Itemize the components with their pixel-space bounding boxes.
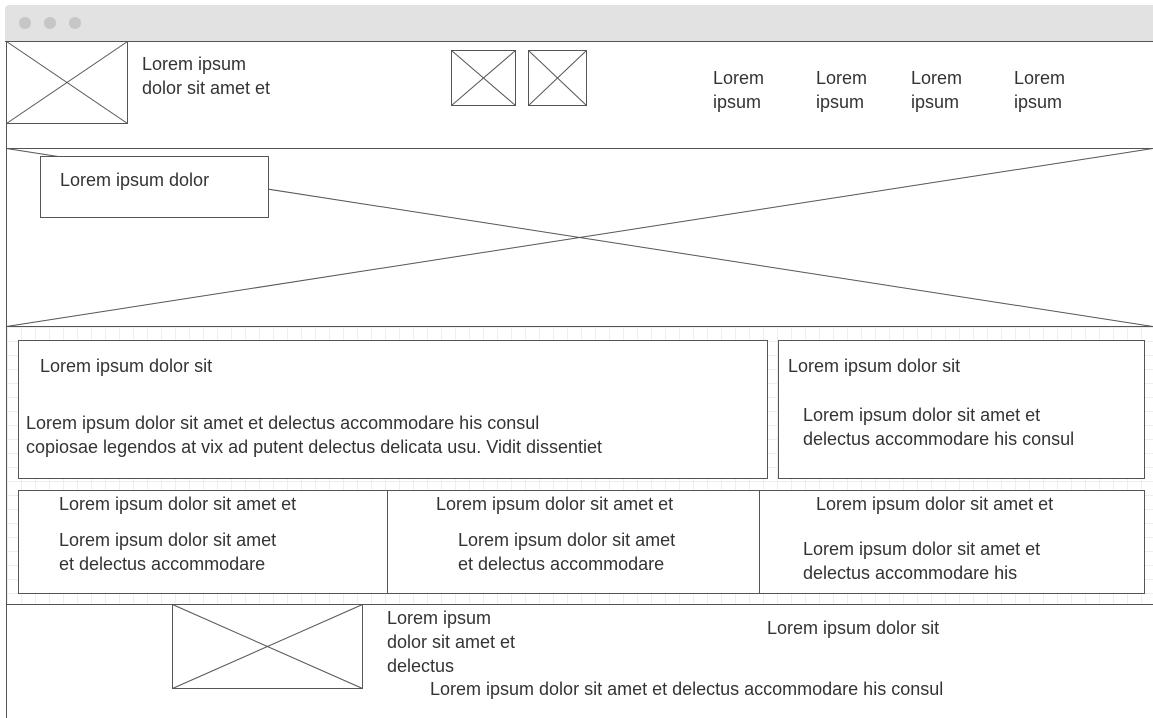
- feature-side-card: Lorem ipsum dolor sit Lorem ipsum dolor …: [778, 340, 1145, 479]
- nav-item-2-line1[interactable]: Lorem: [816, 68, 868, 88]
- feature-side-body-line1: Lorem ipsum dolor sit amet et: [803, 405, 1041, 425]
- feature-main-body-line1: Lorem ipsum dolor sit amet et delectus a…: [26, 413, 540, 433]
- column-1-title: Lorem ipsum dolor sit amet et: [59, 494, 297, 514]
- column-3-title: Lorem ipsum dolor sit amet et: [816, 494, 1054, 514]
- column-divider-1: [387, 491, 388, 593]
- feature-main-card: Lorem ipsum dolor sit Lorem ipsum dolor …: [18, 340, 768, 479]
- feature-main-body-line2: copiosae legendos at vix ad putent delec…: [26, 437, 603, 457]
- feature-side-title: Lorem ipsum dolor sit: [788, 356, 961, 376]
- feature-side-body-line2: delectus accommodare his consul: [803, 429, 1075, 449]
- nav-item-1-line1[interactable]: Lorem: [713, 68, 765, 88]
- header-icon-placeholder-2[interactable]: [528, 50, 588, 107]
- logo-text-line1: Lorem ipsum: [142, 54, 247, 74]
- hero-image-placeholder: [6, 148, 1153, 327]
- window-minimize-dot[interactable]: [44, 17, 56, 29]
- column-3-body-line2: delectus accommodare his: [803, 563, 1018, 583]
- footer-bottom-line: Lorem ipsum dolor sit amet et delectus a…: [430, 679, 944, 699]
- column-2-body-line1: Lorem ipsum dolor sit amet: [458, 530, 676, 550]
- nav-item-4-line2[interactable]: ipsum: [1014, 92, 1063, 112]
- column-1-body-line2: et delectus accommodare: [59, 554, 266, 574]
- hero-caption-box: Lorem ipsum dolor: [40, 156, 269, 218]
- nav-item-3-line2[interactable]: ipsum: [911, 92, 960, 112]
- nav-item-1-line2[interactable]: ipsum: [713, 92, 762, 112]
- header-icon-placeholder-1[interactable]: [451, 50, 517, 107]
- footer-text-line3: delectus: [387, 656, 455, 676]
- window-close-dot[interactable]: [19, 17, 31, 29]
- footer-text-line2: dolor sit amet et: [387, 632, 516, 652]
- footer-text-line1: Lorem ipsum: [387, 608, 492, 628]
- nav-item-2-line2[interactable]: ipsum: [816, 92, 865, 112]
- hero-caption: Lorem ipsum dolor: [60, 170, 210, 190]
- footer-right-title: Lorem ipsum dolor sit: [767, 618, 940, 638]
- column-3-body-line1: Lorem ipsum dolor sit amet et: [803, 539, 1041, 559]
- feature-main-title: Lorem ipsum dolor sit: [40, 356, 213, 376]
- window-zoom-dot[interactable]: [69, 17, 81, 29]
- nav-item-4-line1[interactable]: Lorem: [1014, 68, 1066, 88]
- column-divider-2: [759, 491, 760, 593]
- logo-image-placeholder[interactable]: [6, 41, 129, 125]
- page-frame: [6, 41, 1153, 716]
- logo-text-line2: dolor sit amet et: [142, 78, 271, 98]
- window-titlebar: [5, 5, 1153, 42]
- footer-image-placeholder[interactable]: [172, 604, 364, 690]
- nav-item-3-line1[interactable]: Lorem: [911, 68, 963, 88]
- column-2-body-line2: et delectus accommodare: [458, 554, 665, 574]
- columns-container: Lorem ipsum dolor sit amet et Lorem ipsu…: [18, 490, 1145, 594]
- column-2-title: Lorem ipsum dolor sit amet et: [436, 494, 674, 514]
- column-1-body-line1: Lorem ipsum dolor sit amet: [59, 530, 277, 550]
